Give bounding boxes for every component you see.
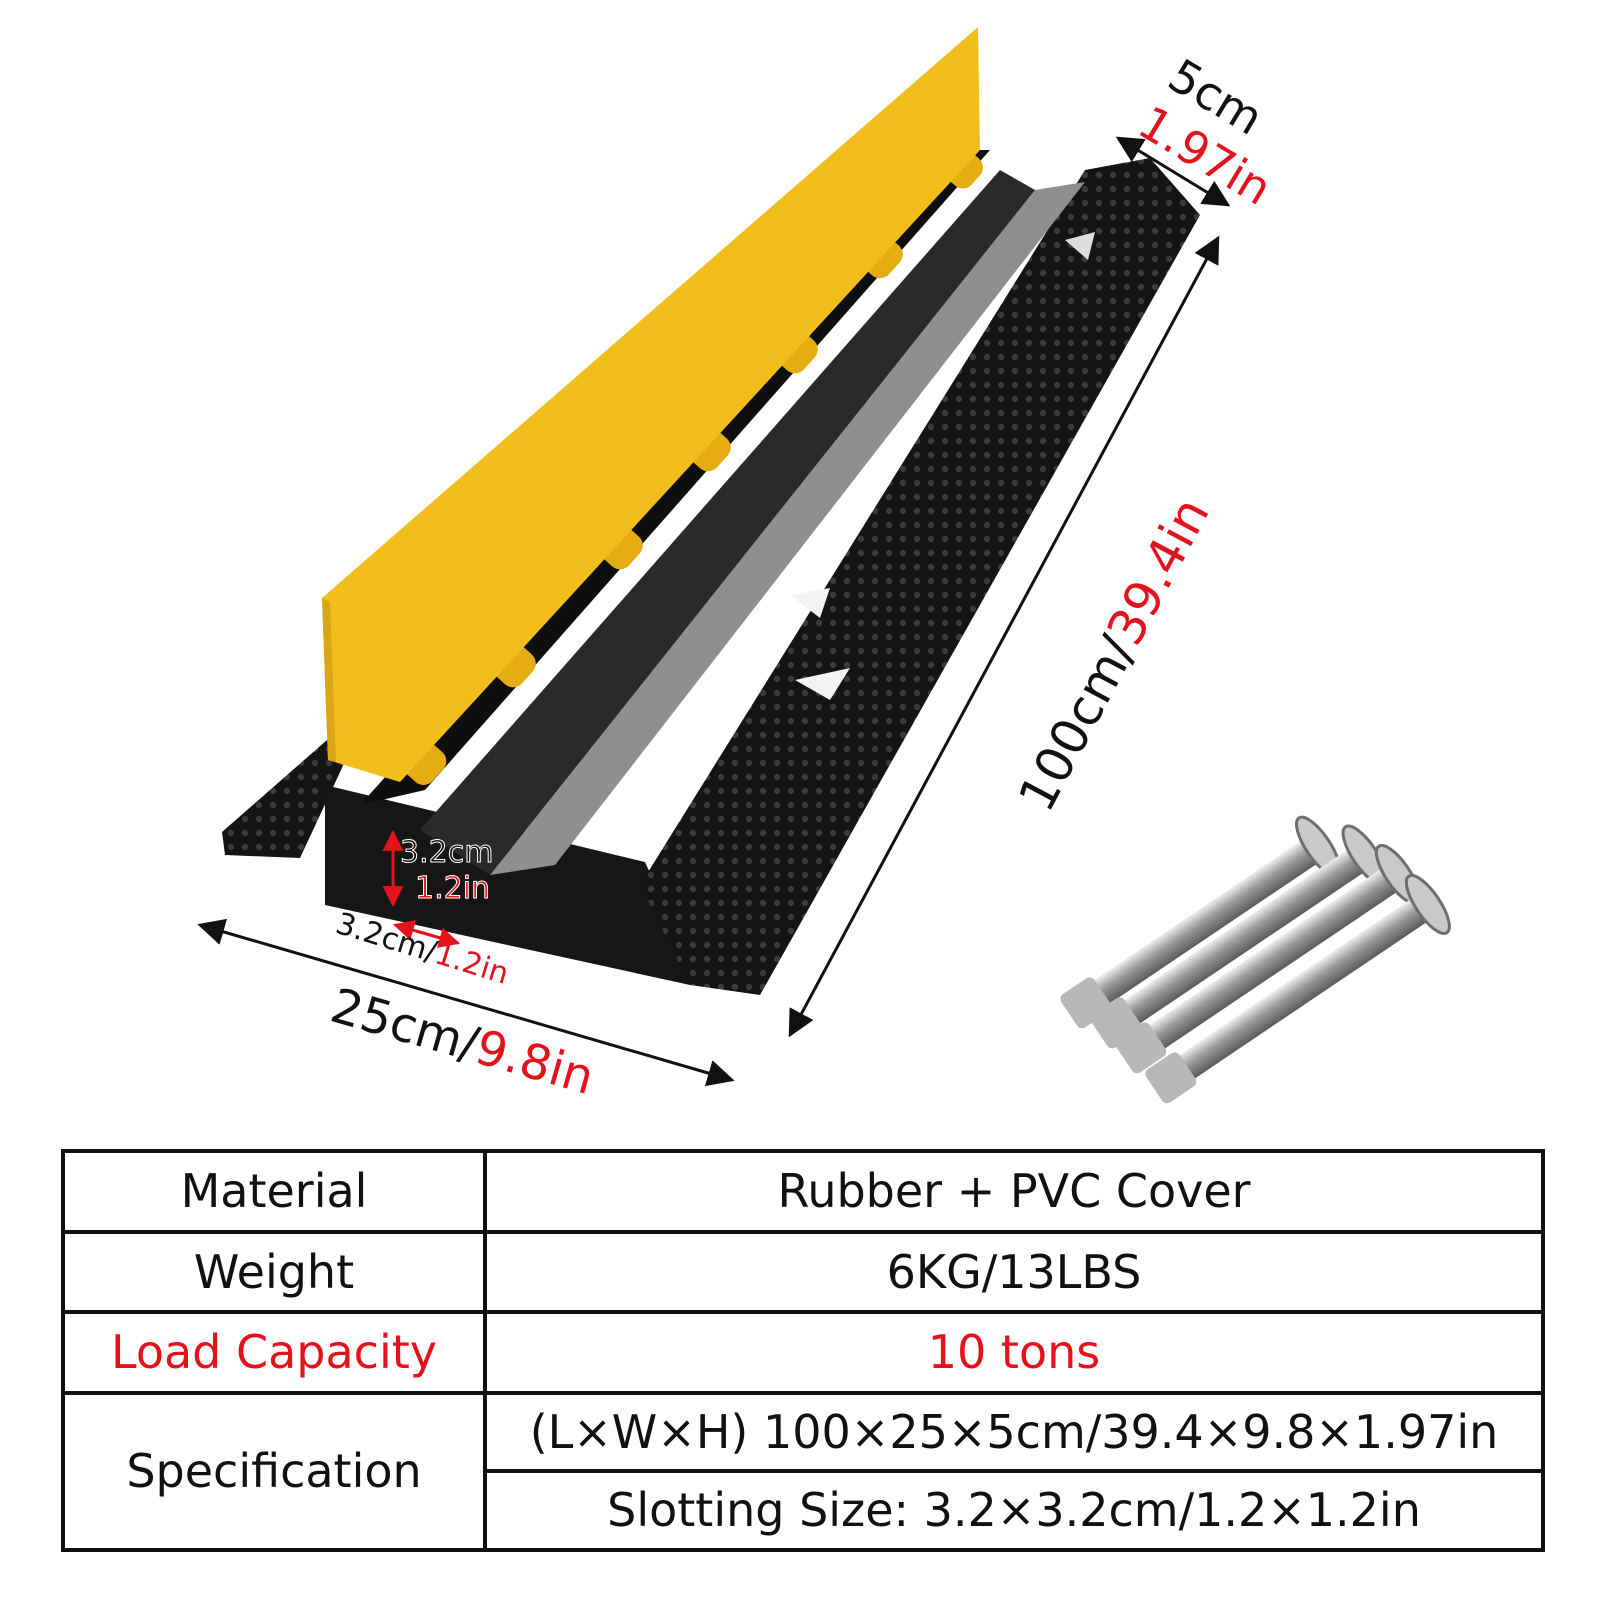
load-capacity-label: Load Capacity	[61, 1310, 487, 1395]
yellow-cover-edge	[322, 598, 336, 762]
width-label-cm: 25cm/	[325, 978, 486, 1074]
specification-dimensions: (L×W×H) 100×25×5cm/39.4×9.8×1.97in	[483, 1390, 1545, 1474]
product-illustration: 5cm 1.97in 100cm/39.4in 25cm/9.8in 3.2cm…	[197, 27, 1451, 1106]
spec-table: Material Rubber + PVC Cover Weight 6KG/1…	[61, 1149, 1545, 1553]
expansion-bolts-icon	[1060, 815, 1451, 1104]
slot-height-label-in: 1.2in	[415, 871, 490, 906]
table-row: Material Rubber + PVC Cover	[61, 1149, 1545, 1234]
weight-value: 6KG/13LBS	[483, 1229, 1545, 1315]
length-label-cm: 100cm/	[1007, 627, 1147, 821]
material-value: Rubber + PVC Cover	[483, 1149, 1545, 1234]
length-arrow	[788, 235, 1220, 1038]
specification-label: Specification	[61, 1390, 487, 1553]
table-row: Load Capacity 10 tons	[61, 1310, 1545, 1395]
depth-arrow	[1115, 136, 1231, 207]
table-row: Weight 6KG/13LBS	[61, 1229, 1545, 1315]
yellow-cover	[322, 27, 980, 782]
table-row: Slotting Size: 3.2×3.2cm/1.2×1.2in	[63, 1469, 1545, 1552]
width-arrow	[197, 918, 735, 1087]
length-label-in: 39.4in	[1096, 488, 1221, 654]
specification-slotting-size: Slotting Size: 3.2×3.2cm/1.2×1.2in	[483, 1469, 1545, 1552]
load-capacity-value: 10 tons	[483, 1310, 1545, 1395]
slot-height-label-cm: 3.2cm	[400, 835, 493, 870]
left-ramp	[222, 733, 348, 858]
weight-label: Weight	[61, 1229, 487, 1315]
material-label: Material	[61, 1149, 487, 1234]
width-label-in: 9.8in	[469, 1019, 600, 1106]
table-row: Specification (L×W×H) 100×25×5cm/39.4×9.…	[61, 1390, 1545, 1553]
width-label: 25cm/9.8in	[325, 978, 600, 1106]
slot-width-label-in: 1.2in	[431, 936, 513, 991]
cable-protector-ramp-icon	[222, 27, 1200, 995]
slot-width-arrow	[392, 920, 461, 948]
length-label: 100cm/39.4in	[1007, 488, 1220, 820]
